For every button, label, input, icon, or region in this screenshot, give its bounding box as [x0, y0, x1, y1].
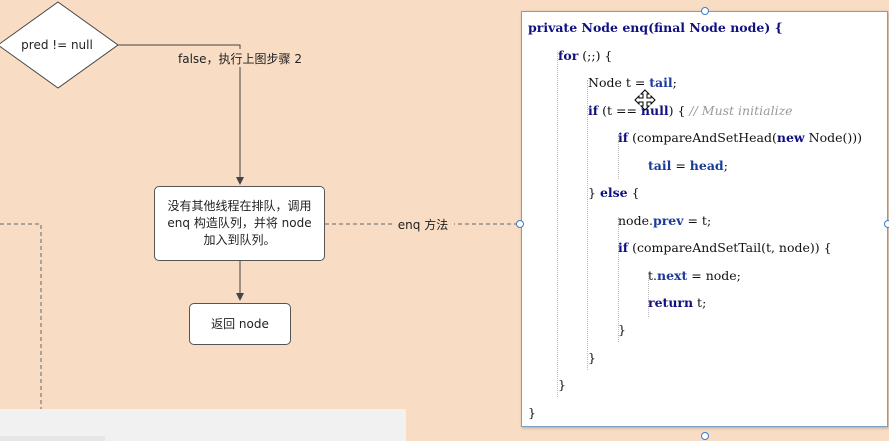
code-line: } — [558, 377, 566, 392]
code-line: if (t == null) { // Must initialize — [588, 103, 793, 118]
false-edge-label-bg — [170, 49, 310, 67]
return-node-label: 返回 node — [211, 316, 269, 331]
indent-guide — [557, 52, 558, 397]
indent-guide — [618, 134, 619, 179]
code-line: if (compareAndSetHead(new Node())) — [618, 130, 863, 145]
code-line: t.next = node; — [648, 268, 741, 283]
code-line: private Node enq(final Node node) { — [528, 20, 783, 35]
selection-handle-bottom[interactable] — [701, 432, 709, 440]
indent-guide — [587, 80, 588, 370]
enq-process-node[interactable]: 没有其他线程在排队，调用 enq 构造队列，并将 node 加入到队列。 — [154, 186, 325, 261]
selection-handle-right[interactable] — [884, 220, 889, 228]
left-dashed-connector[interactable] — [0, 223, 42, 410]
code-line: } else { — [588, 185, 640, 200]
code-line: if (compareAndSetTail(t, node)) { — [618, 240, 832, 255]
return-node[interactable]: 返回 node — [189, 303, 291, 345]
enq-process-label: 没有其他线程在排队，调用 enq 构造队列，并将 node 加入到队列。 — [167, 199, 312, 247]
decision-diamond[interactable] — [0, 1, 119, 89]
code-line: } — [528, 405, 536, 420]
indent-guide — [618, 217, 619, 342]
move-cursor-icon — [634, 89, 656, 111]
code-line: tail = head; — [648, 158, 728, 173]
enq-method-edge-label: enq 方法 — [398, 217, 448, 232]
code-line: return t; — [648, 295, 707, 310]
enq-method-label-bg — [392, 216, 454, 233]
selection-handle-top[interactable] — [701, 7, 709, 15]
selection-handle-left[interactable] — [516, 220, 524, 228]
indent-guide — [648, 272, 649, 317]
bottom-panel-tab — [0, 436, 105, 441]
bottom-panel — [0, 409, 406, 441]
code-line: node.prev = t; — [618, 213, 712, 228]
code-token: private Node enq(final Node node) { — [528, 20, 783, 35]
decision-label: pred != null — [21, 38, 93, 52]
code-line: } — [588, 350, 596, 365]
false-edge-label: false，执行上图步骤 2 — [178, 52, 302, 66]
code-line: for (;;) { — [558, 48, 613, 63]
code-image[interactable]: private Node enq(final Node node) { for … — [521, 11, 888, 427]
false-edge[interactable] — [118, 44, 244, 185]
code-line: Node t = tail; — [588, 75, 677, 90]
code-line: } — [618, 322, 626, 337]
